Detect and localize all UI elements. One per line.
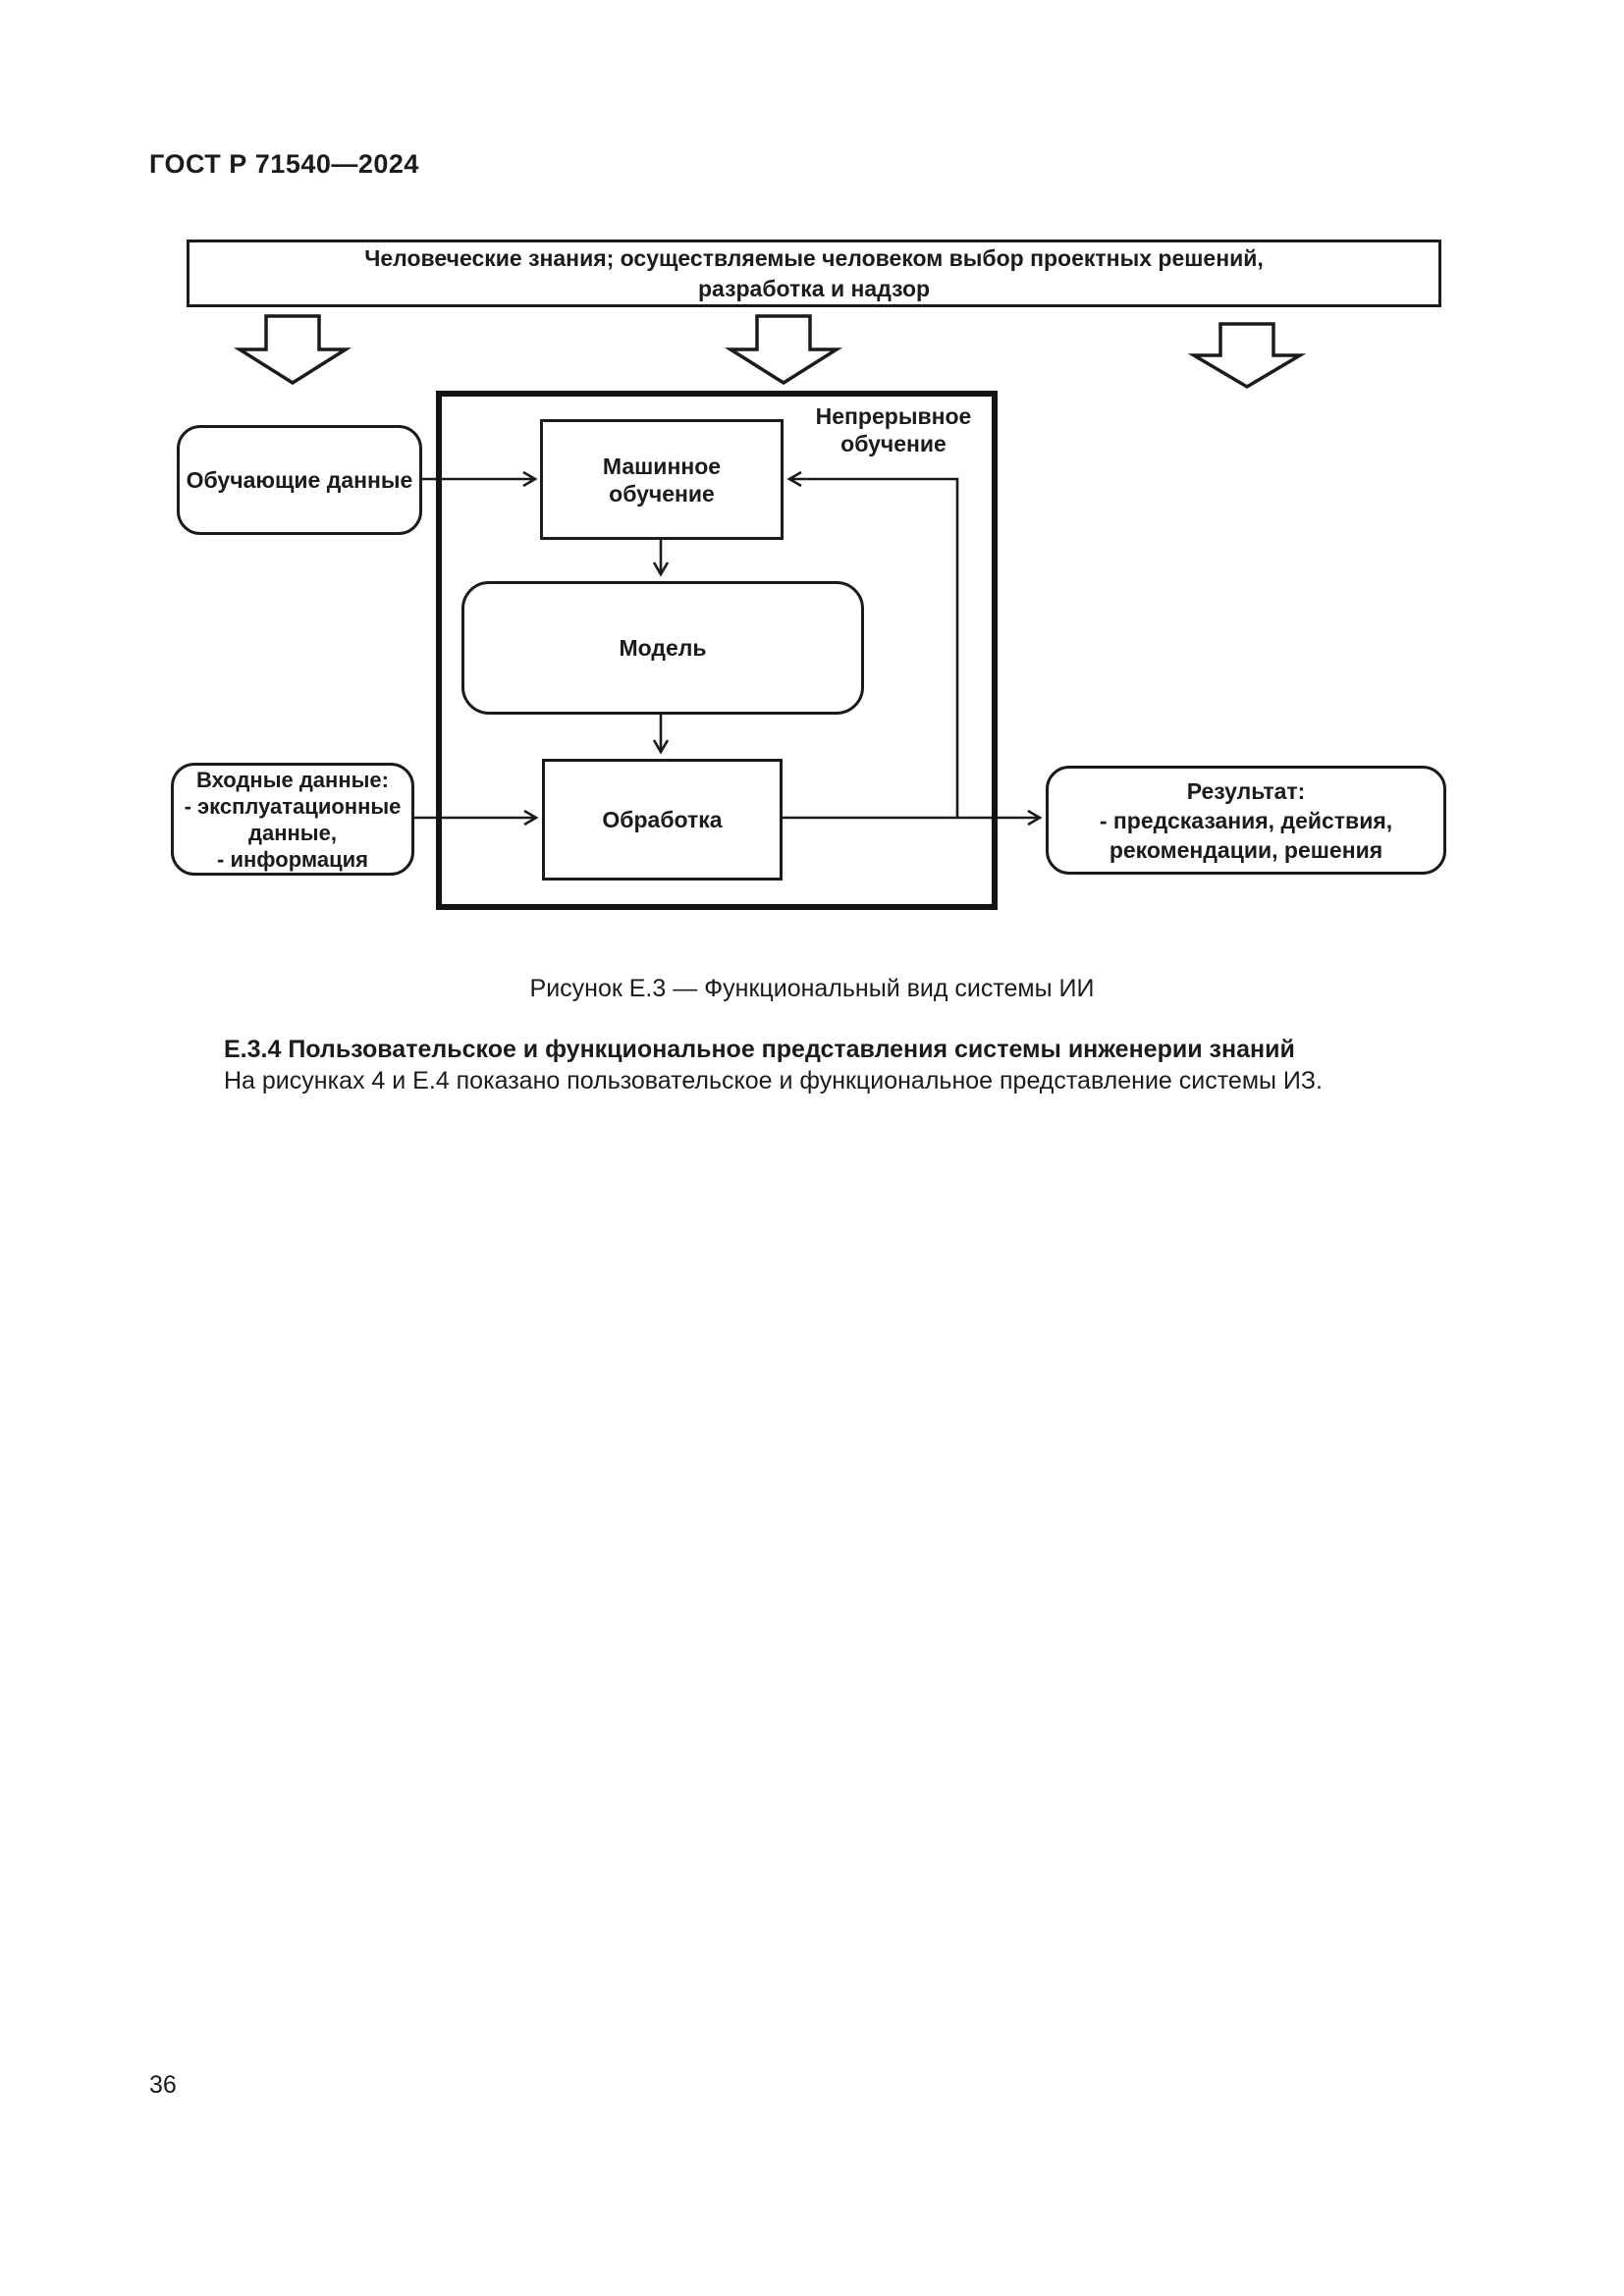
- input-line-2: - эксплуатационные: [184, 793, 402, 819]
- processing-box: Обработка: [542, 759, 783, 881]
- section-body: На рисунках 4 и Е.4 показано пользовател…: [224, 1067, 1323, 1095]
- result-box: Результат: - предсказания, действия, рек…: [1046, 766, 1446, 875]
- processing-label: Обработка: [602, 807, 723, 832]
- human-knowledge-banner: Человеческие знания; осуществляемые чело…: [187, 240, 1441, 307]
- continuous-line-2: обучение: [840, 431, 947, 456]
- training-data-box: Обучающие данные: [177, 425, 422, 535]
- input-line-4: - информация: [217, 846, 368, 872]
- figure-caption: Рисунок Е.3 — Функциональный вид системы…: [529, 975, 1095, 1002]
- document-header: ГОСТ Р 71540—2024: [149, 149, 419, 179]
- result-line-1: Результат:: [1186, 777, 1306, 804]
- model-box: Модель: [461, 581, 864, 715]
- block-arrow-left: [233, 314, 352, 386]
- block-arrow-right: [1187, 322, 1307, 390]
- training-data-label: Обучающие данные: [186, 467, 413, 493]
- model-label: Модель: [619, 635, 707, 661]
- input-data-box: Входные данные: - эксплуатационные данны…: [171, 763, 414, 876]
- page-number: 36: [149, 2071, 177, 2099]
- ml-line-1: Машинное: [602, 453, 722, 479]
- continuous-learning-label: Непрерывное обучение: [805, 402, 982, 457]
- machine-learning-box: Машинное обучение: [540, 419, 784, 540]
- continuous-line-1: Непрерывное: [815, 403, 972, 429]
- banner-line-1: Человеческие знания; осуществляемые чело…: [364, 244, 1264, 271]
- ml-line-2: обучение: [609, 480, 715, 507]
- block-arrow-middle: [724, 314, 843, 386]
- result-line-2: - предсказания, действия,: [1099, 807, 1393, 833]
- input-line-3: данные,: [248, 820, 337, 845]
- result-line-3: рекомендации, решения: [1109, 836, 1383, 863]
- section-heading: Е.3.4 Пользовательское и функциональное …: [224, 1036, 1295, 1063]
- banner-line-2: разработка и надзор: [697, 275, 931, 301]
- ai-system-boundary: [436, 391, 998, 910]
- input-line-1: Входные данные:: [196, 767, 389, 792]
